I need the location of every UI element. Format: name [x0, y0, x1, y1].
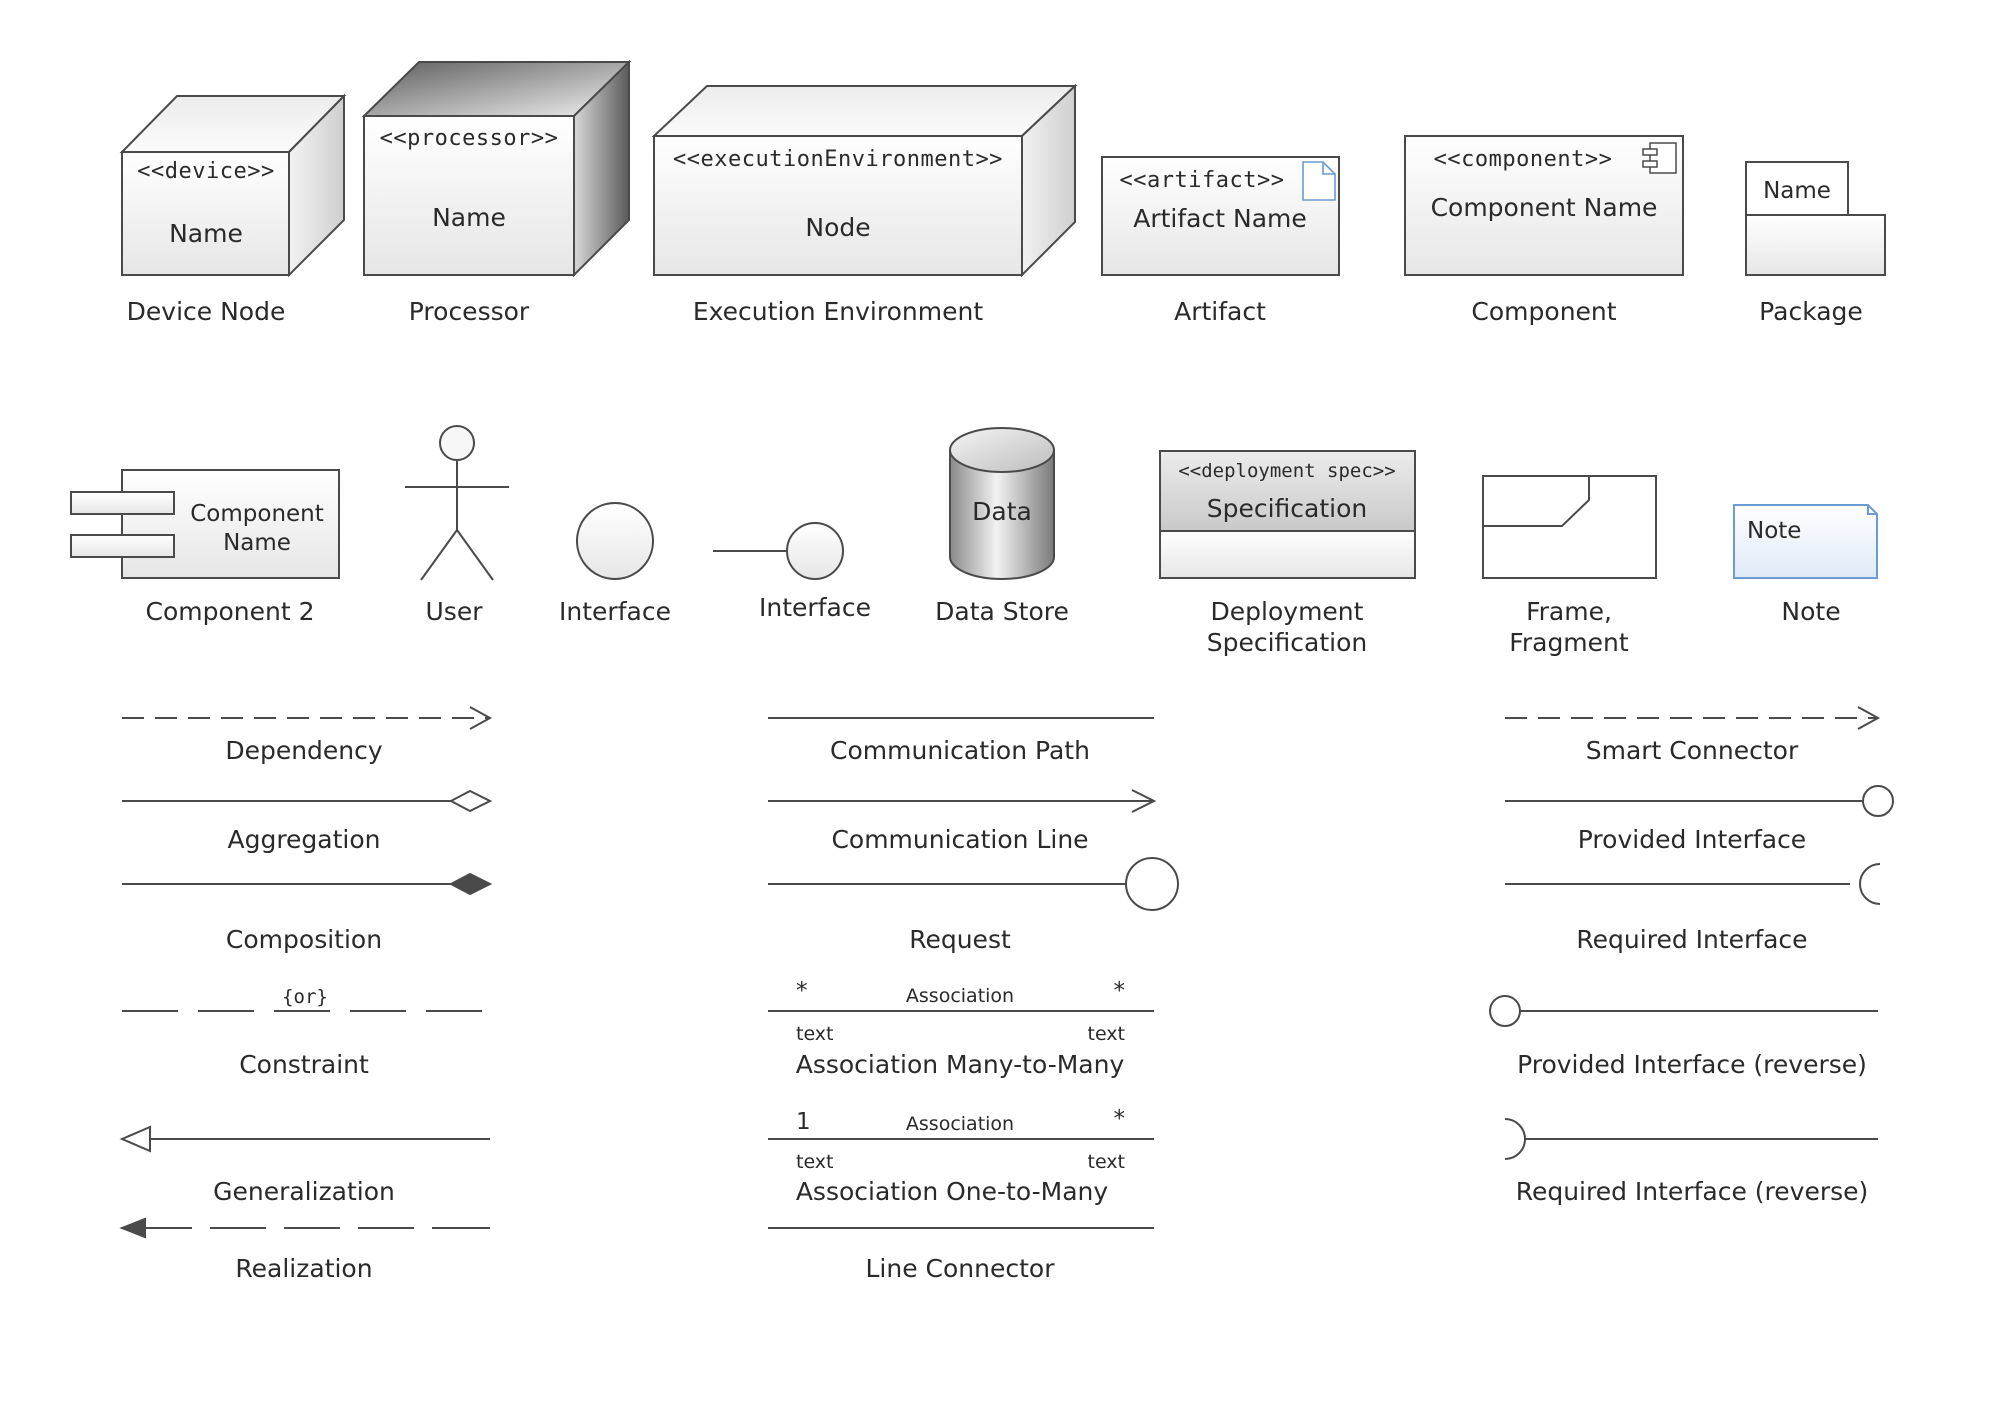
component-shape[interactable]: <<component>> Component Name: [1404, 135, 1684, 276]
deployment-spec-shape[interactable]: <<deployment spec>> Specification: [1159, 450, 1416, 579]
package-name: Name: [1763, 178, 1831, 204]
communication-line-connector[interactable]: [768, 789, 1157, 813]
deployment-spec-caption-line2: Specification: [1207, 628, 1368, 657]
user-actor-icon[interactable]: [405, 425, 509, 581]
interface-lollipop-caption: Interface: [759, 593, 871, 622]
artifact-name: Artifact Name: [1133, 204, 1307, 233]
deployment-spec-stereotype: <<deployment spec>>: [1178, 460, 1395, 482]
note-shape[interactable]: Note: [1733, 504, 1878, 579]
device-node-caption: Device Node: [127, 297, 286, 326]
request-caption: Request: [909, 925, 1011, 954]
aggregation-connector[interactable]: [122, 789, 493, 813]
association-one-caption: Association One-to-Many: [796, 1177, 1109, 1206]
data-store-cylinder[interactable]: Data: [949, 427, 1055, 580]
communication-path-caption: Communication Path: [830, 736, 1090, 765]
realization-connector[interactable]: [119, 1217, 490, 1239]
association-many-right-text: text: [1088, 1023, 1126, 1045]
association-many-caption: Association Many-to-Many: [796, 1050, 1125, 1079]
constraint-connector[interactable]: {or}: [122, 986, 482, 1012]
interface-lollipop-icon[interactable]: [713, 522, 844, 580]
component-icon: [1642, 142, 1677, 174]
artifact-shape[interactable]: <<artifact>> Artifact Name: [1101, 156, 1340, 276]
component2-name-line2: Name: [223, 530, 291, 556]
association-one-right-mult: *: [1114, 1106, 1126, 1132]
artifact-stereotype: <<artifact>>: [1120, 168, 1285, 193]
composition-connector[interactable]: [122, 872, 493, 896]
association-many-left-mult: *: [796, 978, 808, 1004]
required-interface-reverse-connector[interactable]: [1504, 1118, 1878, 1160]
component-name: Component Name: [1431, 193, 1658, 222]
provided-interface-reverse-caption: Provided Interface (reverse): [1517, 1050, 1867, 1079]
provided-interface-reverse-connector[interactable]: [1489, 995, 1878, 1027]
note-caption: Note: [1781, 597, 1840, 626]
association-one-left-text: text: [796, 1151, 834, 1173]
processor-stereotype: <<processor>>: [380, 126, 559, 151]
processor-name: Name: [432, 203, 506, 232]
association-one-label: Association: [906, 1113, 1014, 1135]
association-one-left-mult: 1: [796, 1109, 811, 1135]
device-node-stereotype: <<device>>: [137, 159, 274, 184]
generalization-connector[interactable]: [119, 1125, 490, 1153]
provided-interface-connector[interactable]: [1505, 785, 1894, 817]
component2-name-line1: Component: [190, 501, 324, 527]
association-one-right-text: text: [1088, 1151, 1126, 1173]
user-caption: User: [426, 597, 484, 626]
frame-fragment-shape[interactable]: [1482, 475, 1657, 579]
component2-shape[interactable]: Component Name: [70, 469, 340, 579]
provided-interface-caption: Provided Interface: [1578, 825, 1806, 854]
composition-caption: Composition: [226, 925, 382, 954]
document-icon: [1302, 161, 1336, 201]
frame-caption-line1: Frame,: [1526, 597, 1612, 626]
association-one-to-many-connector[interactable]: 1 * Association text text: [768, 1106, 1154, 1173]
execution-environment-caption: Execution Environment: [693, 297, 983, 326]
data-store-name: Data: [972, 497, 1032, 526]
interface-circle-icon[interactable]: [576, 502, 654, 580]
artifact-caption: Artifact: [1174, 297, 1266, 326]
association-many-left-text: text: [796, 1023, 834, 1045]
association-many-to-many-connector[interactable]: * * Association text text: [768, 978, 1154, 1045]
execution-environment-stereotype: <<executionEnvironment>>: [673, 147, 1003, 172]
device-node-shape[interactable]: <<device>> Name: [119, 93, 347, 278]
execution-environment-name: Node: [805, 213, 870, 242]
package-shape[interactable]: Name: [1745, 161, 1886, 276]
dependency-caption: Dependency: [225, 736, 383, 765]
realization-caption: Realization: [235, 1254, 372, 1283]
component2-caption: Component 2: [146, 597, 315, 626]
required-interface-connector[interactable]: [1505, 863, 1881, 905]
device-node-name: Name: [169, 219, 243, 248]
aggregation-caption: Aggregation: [227, 825, 380, 854]
deployment-spec-caption-line1: Deployment: [1211, 597, 1364, 626]
smart-connector-caption: Smart Connector: [1586, 736, 1799, 765]
frame-caption-line2: Fragment: [1509, 628, 1629, 657]
component-stereotype: <<component>>: [1434, 147, 1613, 172]
request-connector[interactable]: [768, 857, 1179, 911]
association-many-label: Association: [906, 985, 1014, 1007]
line-connector-caption: Line Connector: [866, 1254, 1056, 1283]
processor-caption: Processor: [409, 297, 530, 326]
deployment-spec-name: Specification: [1207, 494, 1368, 523]
package-caption: Package: [1759, 297, 1863, 326]
smart-connector[interactable]: [1505, 706, 1881, 730]
constraint-tag: {or}: [282, 986, 328, 1008]
constraint-caption: Constraint: [239, 1050, 369, 1079]
dependency-connector[interactable]: [122, 706, 493, 730]
data-store-caption: Data Store: [935, 597, 1069, 626]
note-name: Note: [1747, 518, 1801, 544]
component-caption: Component: [1471, 297, 1616, 326]
execution-environment-shape[interactable]: <<executionEnvironment>> Node: [651, 83, 1078, 278]
interface-circle-caption: Interface: [559, 597, 671, 626]
required-interface-caption: Required Interface: [1576, 925, 1807, 954]
association-many-right-mult: *: [1114, 978, 1126, 1004]
generalization-caption: Generalization: [213, 1177, 395, 1206]
communication-line-caption: Communication Line: [831, 825, 1088, 854]
required-interface-reverse-caption: Required Interface (reverse): [1516, 1177, 1869, 1206]
processor-shape[interactable]: <<processor>> Name: [361, 59, 632, 278]
